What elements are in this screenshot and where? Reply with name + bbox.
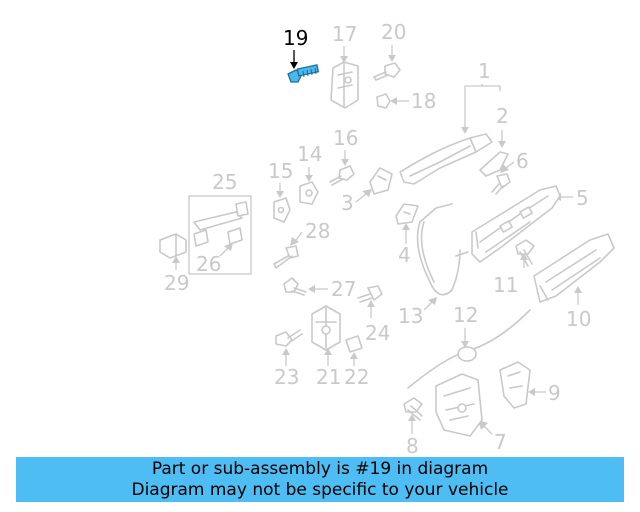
callout-20: 20 xyxy=(381,20,406,44)
part-3[interactable]: 3 xyxy=(341,167,393,215)
part-10-inner-handle[interactable]: 10 xyxy=(533,233,615,331)
callout-3: 3 xyxy=(341,191,354,215)
callout-15: 15 xyxy=(268,159,293,183)
callout-21: 21 xyxy=(316,365,341,389)
banner-line-2: Diagram may not be specific to your vehi… xyxy=(131,480,509,500)
part-13-cable[interactable]: 13 xyxy=(398,203,469,328)
callout-19: 19 xyxy=(283,26,308,50)
part-4-bracket[interactable]: 4 xyxy=(395,203,419,267)
callout-28: 28 xyxy=(305,219,330,243)
callout-14: 14 xyxy=(297,142,322,166)
part-2-cover[interactable]: 2 xyxy=(479,104,509,177)
callout-12: 12 xyxy=(453,303,478,327)
callout-5: 5 xyxy=(576,186,589,210)
callout-18: 18 xyxy=(411,89,436,113)
part-19-highlighted-bolt[interactable]: 19 xyxy=(283,26,320,83)
part-20-bolt[interactable]: 20 xyxy=(373,20,406,81)
banner-line-1: Part or sub-assembly is #19 in diagram xyxy=(151,459,489,479)
callout-4: 4 xyxy=(398,243,411,267)
part-27-screw[interactable]: 27 xyxy=(283,277,356,301)
part-29[interactable]: 29 xyxy=(159,233,189,295)
part-9[interactable]: 9 xyxy=(499,361,561,409)
part-8-bolt[interactable]: 8 xyxy=(403,397,423,458)
part-23-screw[interactable]: 23 xyxy=(274,329,303,389)
callout-25: 25 xyxy=(212,170,237,194)
callout-24: 24 xyxy=(365,321,390,345)
part-12-rod[interactable]: 12 xyxy=(407,303,531,389)
part-18-clip[interactable]: 18 xyxy=(376,89,436,113)
callout-2: 2 xyxy=(496,104,509,128)
callout-6: 6 xyxy=(516,149,529,173)
callout-1: 1 xyxy=(478,59,491,83)
part-11-screw[interactable]: 11 xyxy=(493,239,535,297)
part-15[interactable]: 15 xyxy=(268,159,293,223)
callout-13: 13 xyxy=(398,304,423,328)
part-6-screw[interactable]: 6 xyxy=(491,149,529,195)
callout-11: 11 xyxy=(493,273,518,297)
part-info-banner: Part or sub-assembly is #19 in diagram D… xyxy=(16,457,624,502)
callout-10: 10 xyxy=(566,307,591,331)
callout-16: 16 xyxy=(333,126,358,150)
callout-17: 17 xyxy=(332,22,357,46)
callout-9: 9 xyxy=(548,381,561,405)
part-1-outer-handle[interactable]: 1 xyxy=(399,59,501,185)
part-21-striker[interactable]: 21 xyxy=(311,305,341,389)
part-17-bracket[interactable]: 17 xyxy=(330,22,359,109)
callout-22: 22 xyxy=(344,365,369,389)
callout-23: 23 xyxy=(274,365,299,389)
callout-26: 26 xyxy=(196,252,221,276)
callout-29: 29 xyxy=(164,271,189,295)
part-24-screw[interactable]: 24 xyxy=(357,285,390,345)
part-7-latch[interactable]: 7 xyxy=(435,373,507,454)
callout-7: 7 xyxy=(494,430,507,454)
part-22[interactable]: 22 xyxy=(344,335,369,389)
part-25-door-check[interactable]: 25 xyxy=(188,170,252,275)
part-5-handle-frame[interactable]: 5 xyxy=(471,185,589,263)
part-14[interactable]: 14 xyxy=(297,142,322,205)
callout-27: 27 xyxy=(331,277,356,301)
part-26[interactable]: 26 xyxy=(196,243,233,276)
callout-8: 8 xyxy=(406,434,419,458)
part-28-screw[interactable]: 28 xyxy=(273,219,330,269)
part-16-screw[interactable]: 16 xyxy=(329,126,358,186)
